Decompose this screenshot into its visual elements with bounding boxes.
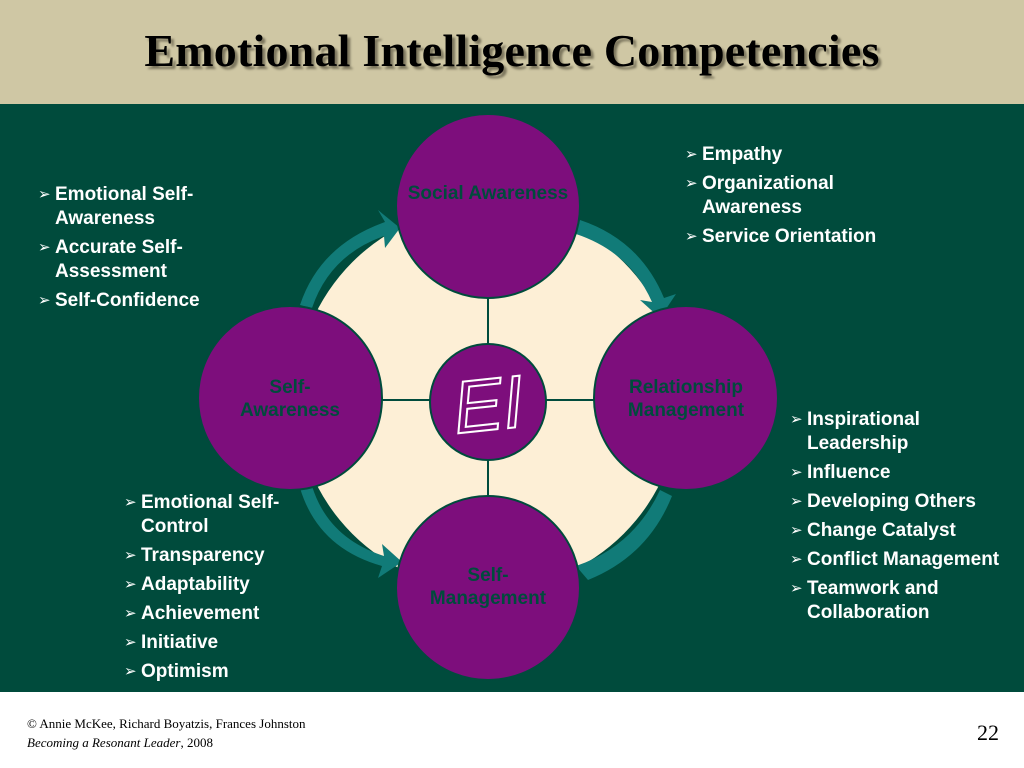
list-item: ➢Accurate Self-Assessment — [38, 237, 183, 282]
arrow-relationship-to-selfmgmt — [576, 490, 672, 580]
copyright-credit: © Annie McKee, Richard Boyatzis, Frances… — [27, 716, 306, 731]
social-awareness-list: ➢Empathy ➢Organizational Awareness ➢Serv… — [685, 143, 925, 254]
footer: © Annie McKee, Richard Boyatzis, Frances… — [0, 692, 1024, 768]
page-title: Emotional Intelligence Competencies — [144, 25, 880, 76]
list-item: ➢Developing Others — [790, 491, 976, 512]
arrow-self-to-social — [300, 210, 400, 308]
social-awareness-circle — [395, 113, 581, 299]
list-item: ➢Empathy — [685, 144, 783, 165]
list-item: ➢Organizational Awareness — [685, 173, 834, 218]
cycle-arrows — [300, 210, 676, 580]
list-item: ➢Adaptability — [124, 574, 250, 595]
list-item: ➢Achievement — [124, 603, 260, 624]
social-awareness-label: Social Awareness — [407, 183, 569, 204]
list-item: ➢Initiative — [124, 632, 219, 653]
list-item: ➢Inspirational Leadership — [790, 409, 920, 454]
ei-label: EI — [449, 360, 527, 450]
list-item: ➢Self-Confidence — [38, 290, 200, 311]
book-year: , 2008 — [180, 735, 213, 750]
list-item: ➢Emotional Self-Control — [124, 492, 280, 537]
list-item: ➢Emotional Self-Awareness — [38, 184, 194, 229]
list-item: ➢Conflict Management — [790, 549, 1000, 570]
list-item: ➢Teamwork and Collaboration — [790, 578, 939, 623]
header-bar — [0, 0, 1024, 104]
book-title: Becoming a Resonant Leader — [27, 735, 181, 750]
self-awareness-list: ➢Emotional Self-Awareness ➢Accurate Self… — [38, 183, 238, 318]
self-awareness-circle — [197, 305, 383, 491]
self-management-label: Self- Management — [429, 565, 547, 609]
page-number: 22 — [977, 720, 999, 745]
arrow-social-to-relationship — [576, 220, 676, 318]
list-item: ➢Influence — [790, 462, 891, 483]
list-item: ➢Optimism — [124, 661, 229, 682]
ei-center-circle — [429, 343, 547, 461]
list-item: ➢Transparency — [124, 545, 265, 566]
self-management-list: ➢Emotional Self-Control ➢Transparency ➢A… — [124, 491, 299, 689]
self-awareness-label: Self- Awareness — [240, 377, 340, 421]
list-item: ➢Change Catalyst — [790, 520, 956, 541]
book-citation: Becoming a Resonant Leader, 2008 — [27, 735, 213, 751]
relationship-management-circle — [593, 305, 779, 491]
relationship-management-label: Relationship Management — [627, 377, 745, 421]
list-item: ➢Service Orientation — [685, 226, 877, 247]
arrow-selfmgmt-to-self — [300, 486, 402, 578]
self-management-circle — [395, 495, 581, 681]
relationship-management-list: ➢Inspirational Leadership ➢Influence ➢De… — [790, 408, 1020, 630]
